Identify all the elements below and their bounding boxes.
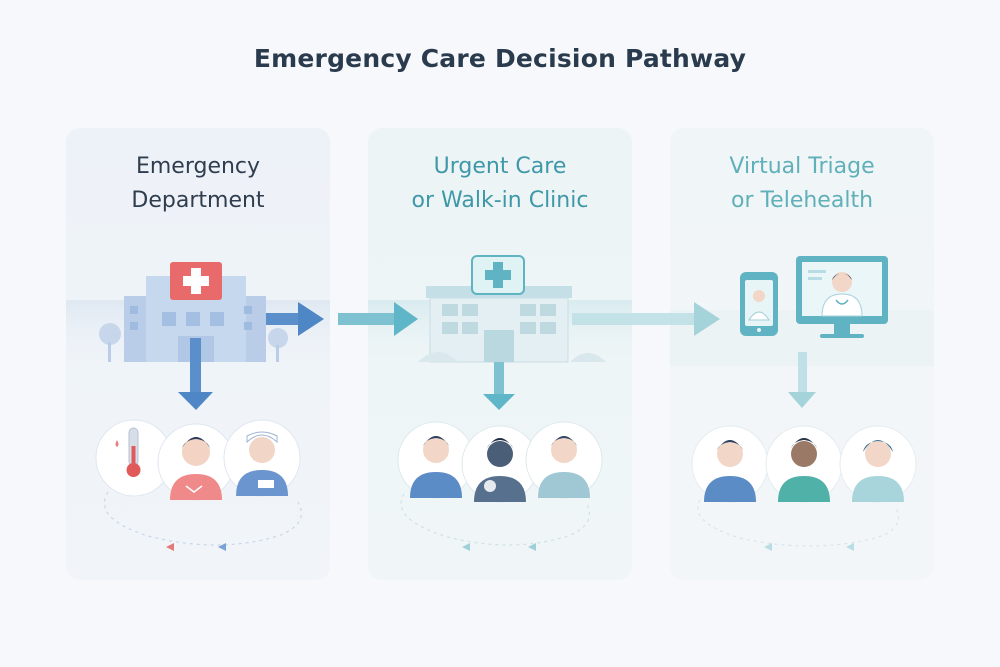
flow-loop	[698, 500, 899, 551]
patient-avatar-icon	[158, 424, 234, 500]
flow-loop	[104, 492, 301, 551]
cross-icon	[472, 256, 524, 294]
patient-avatar-icon	[840, 426, 916, 502]
cross-icon	[170, 262, 222, 300]
patient-avatar-icon	[692, 426, 768, 502]
arrow-down-icon	[483, 362, 515, 410]
patient-avatar-icon	[224, 420, 300, 496]
smartphone-icon	[740, 272, 778, 336]
patient-avatar-icon	[766, 426, 842, 502]
flow-loop	[401, 494, 589, 551]
patient-avatar-icon	[526, 422, 602, 498]
